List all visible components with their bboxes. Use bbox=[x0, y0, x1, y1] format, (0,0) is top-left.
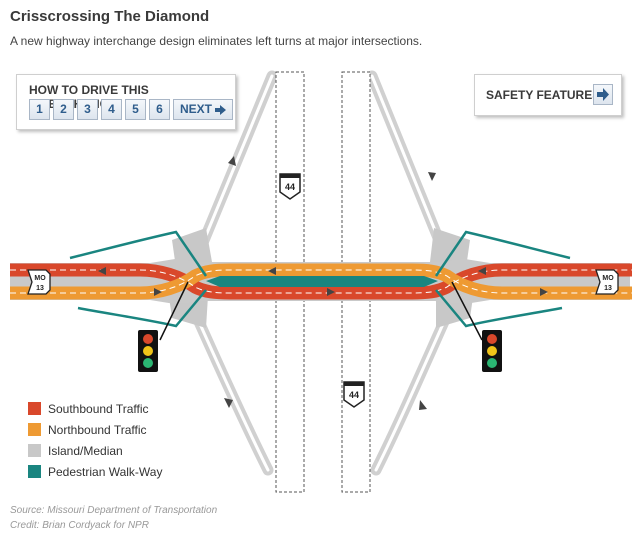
svg-text:13: 13 bbox=[36, 285, 44, 292]
northbound-swatch bbox=[28, 423, 41, 436]
step-3-button[interactable]: 3 bbox=[77, 99, 98, 120]
island-w-top bbox=[172, 228, 212, 268]
traffic-signal-west bbox=[138, 330, 158, 372]
source-note: Source: Missouri Department of Transport… bbox=[10, 505, 218, 516]
signal-poles bbox=[159, 281, 483, 341]
arrow-right-icon bbox=[215, 104, 227, 115]
legend-label: Pedestrian Walk-Way bbox=[48, 464, 163, 479]
next-label: NEXT bbox=[180, 102, 213, 116]
island-swatch bbox=[28, 444, 41, 457]
mo13-sign-west: MO 13 bbox=[27, 269, 51, 295]
interstate-shield-bottom: 44 bbox=[343, 381, 365, 408]
step-5-button[interactable]: 5 bbox=[125, 99, 146, 120]
legend-label: Southbound Traffic bbox=[48, 401, 149, 416]
central-walkway bbox=[206, 276, 438, 287]
page-title: Crisscrossing The Diamond bbox=[10, 8, 210, 25]
legend-label: Island/Median bbox=[48, 443, 123, 458]
step-1-button[interactable]: 1 bbox=[29, 99, 50, 120]
step-2-button[interactable]: 2 bbox=[53, 99, 74, 120]
page-subtitle: A new highway interchange design elimina… bbox=[10, 34, 423, 48]
southbound-swatch bbox=[28, 402, 41, 415]
safety-features-panel[interactable]: SAFETY FEATURES bbox=[474, 74, 622, 116]
traffic-lanes bbox=[10, 263, 632, 300]
direction-arrows bbox=[98, 156, 548, 410]
legend: Southbound Traffic Northbound Traffic Is… bbox=[28, 398, 162, 482]
traffic-signal-east bbox=[482, 330, 502, 372]
mo13-sign-east: MO 13 bbox=[595, 269, 619, 295]
svg-text:13: 13 bbox=[604, 285, 612, 292]
legend-item-island: Island/Median bbox=[28, 440, 162, 461]
walkway-swatch bbox=[28, 465, 41, 478]
island-e-top bbox=[430, 228, 470, 268]
svg-text:MO: MO bbox=[602, 275, 614, 282]
step-6-button[interactable]: 6 bbox=[149, 99, 170, 120]
legend-label: Northbound Traffic bbox=[48, 422, 147, 437]
interstate-shield-top: 44 bbox=[279, 173, 301, 200]
step-buttons: 1 2 3 4 5 6 NEXT bbox=[29, 99, 234, 120]
step-4-button[interactable]: 4 bbox=[101, 99, 122, 120]
legend-item-walkway: Pedestrian Walk-Way bbox=[28, 461, 162, 482]
svg-text:MO: MO bbox=[34, 275, 46, 282]
credit-note: Credit: Brian Cordyack for NPR bbox=[10, 520, 149, 531]
arrow-right-icon bbox=[597, 88, 609, 101]
svg-text:44: 44 bbox=[285, 182, 295, 192]
legend-item-southbound: Southbound Traffic bbox=[28, 398, 162, 419]
how-to-drive-panel: HOW TO DRIVE THIS INTERCHANGE 1 2 3 4 5 … bbox=[16, 74, 236, 130]
legend-item-northbound: Northbound Traffic bbox=[28, 419, 162, 440]
safety-features-title: SAFETY FEATURES bbox=[486, 88, 601, 102]
svg-text:44: 44 bbox=[349, 390, 359, 400]
next-button[interactable]: NEXT bbox=[173, 99, 234, 120]
safety-features-button[interactable] bbox=[593, 84, 613, 105]
pedestrian-walkways bbox=[69, 230, 571, 328]
